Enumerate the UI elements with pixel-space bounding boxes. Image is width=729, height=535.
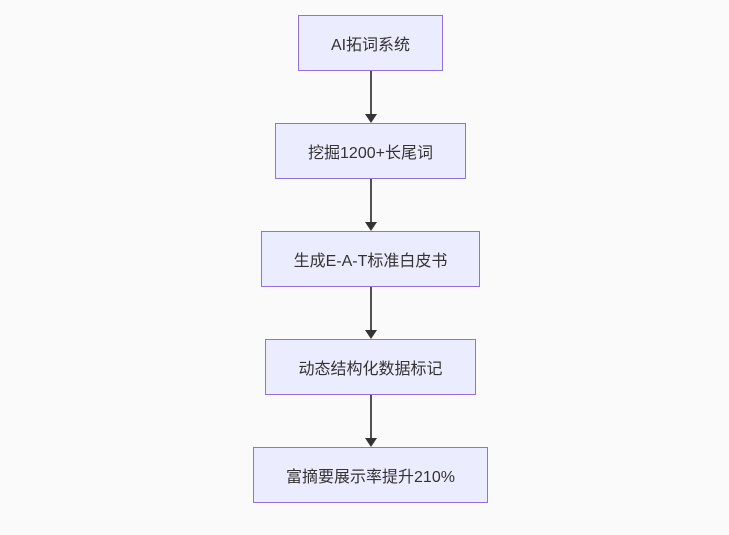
arrow-head-icon	[364, 438, 377, 447]
arrow-head-icon	[364, 222, 377, 231]
flow-node-ai-expansion: AI拓词系统	[297, 15, 444, 71]
flow-node-rich-snippet-result: 富摘要展示率提升210%	[253, 447, 488, 503]
flow-node-eat-whitepaper: 生成E-A-T标准白皮书	[260, 231, 481, 287]
arrow-shaft	[369, 395, 372, 438]
flow-node-label: 挖掘1200+长尾词	[308, 145, 433, 162]
arrow-shaft	[369, 71, 372, 114]
arrow-head-icon	[364, 114, 377, 123]
flowchart: AI拓词系统 挖掘1200+长尾词 生成E-A-T标准白皮书 动态结构化数据标记…	[6, 0, 729, 535]
flow-node-label: 生成E-A-T标准白皮书	[293, 253, 448, 270]
flow-node-label: AI拓词系统	[330, 37, 411, 54]
arrow-shaft	[369, 179, 372, 222]
flow-arrow-1-2	[364, 71, 378, 123]
flow-node-structured-data: 动态结构化数据标记	[265, 339, 476, 395]
flow-arrow-4-5	[364, 395, 378, 447]
flow-arrow-3-4	[364, 287, 378, 339]
flow-arrow-2-3	[364, 179, 378, 231]
flow-node-label: 富摘要展示率提升210%	[286, 469, 455, 486]
flow-node-label: 动态结构化数据标记	[298, 361, 443, 378]
arrow-shaft	[369, 287, 372, 330]
arrow-head-icon	[364, 330, 377, 339]
flow-node-longtail-keywords: 挖掘1200+长尾词	[275, 123, 466, 179]
